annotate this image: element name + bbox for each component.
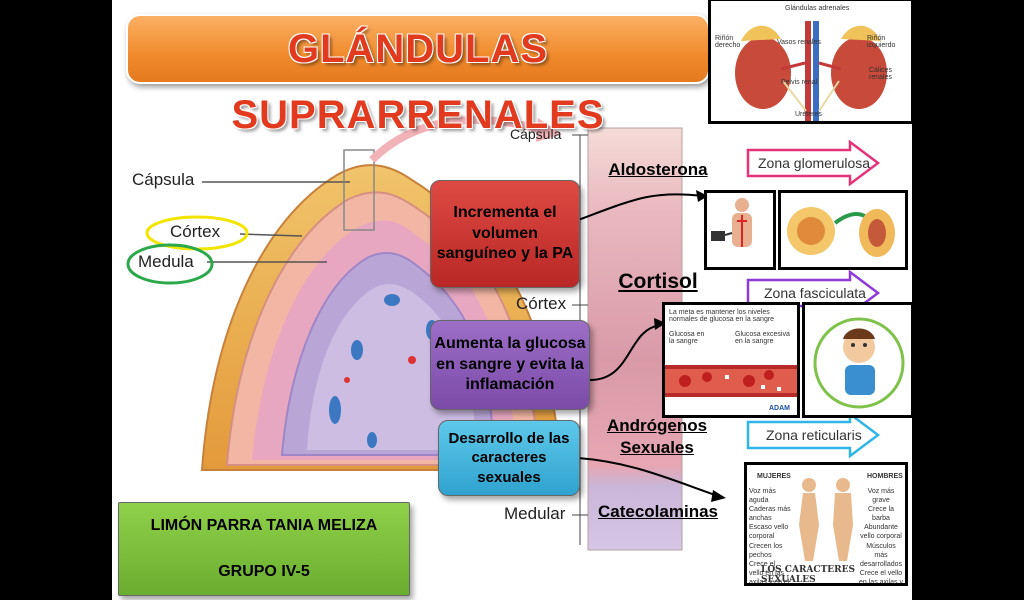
glucose-brand: ADAM bbox=[769, 405, 790, 412]
zone-arrow-reticularis bbox=[746, 412, 881, 458]
column-label-medular: Medular bbox=[504, 504, 566, 523]
men-trait: Crece la barba bbox=[867, 506, 895, 523]
diagram-label-capsula: Cápsula bbox=[132, 170, 195, 189]
kidney-label-ureteres: Uréteres bbox=[795, 111, 822, 118]
sexual-characters-image: MUJERES HOMBRES Voz más aguda Caderas má… bbox=[744, 462, 908, 586]
kidney-mechanism-illustration bbox=[787, 207, 895, 257]
men-trait: Abundante vello corporal bbox=[860, 524, 902, 541]
function-text-red: Incrementa el volumen sanguíneo y la PA bbox=[436, 203, 574, 263]
women-trait: Voz más aguda bbox=[749, 488, 776, 505]
function-box-blue: Desarrollo de las caracteres sexuales bbox=[438, 420, 580, 496]
diagram-label-medula: Medula bbox=[138, 252, 194, 271]
kidney-mechanism-image bbox=[778, 190, 908, 270]
function-box-purple: Aumenta la glucosa en sangre y evita la … bbox=[430, 320, 590, 410]
zone-arrow-glomerulosa bbox=[746, 140, 881, 186]
men-traits: Voz más grave Crece la barba Abundante v… bbox=[859, 487, 903, 586]
kidney-label-vasos: Vasos renales bbox=[777, 39, 821, 46]
page-title: GLÁNDULAS SUPRARRENALES bbox=[231, 27, 605, 137]
women-trait: Escaso vello corporal bbox=[749, 524, 789, 541]
women-trait: Crecen los pechos bbox=[749, 542, 783, 559]
column-label-cortex: Córtex bbox=[516, 294, 567, 313]
hormone-catecolaminas: Catecolaminas bbox=[598, 502, 718, 521]
blood-pressure-image bbox=[704, 190, 776, 270]
glucose-caption: La meta es mantener los niveles normales… bbox=[669, 309, 775, 323]
kidney-label-derecho: Riñón derecho bbox=[715, 35, 741, 49]
hormone-aldosterona: Aldosterona bbox=[608, 160, 708, 179]
kidney-anatomy-image: Glándulas adrenales Riñón derecho Vasos … bbox=[708, 0, 912, 124]
title-banner: GLÁNDULAS SUPRARRENALES bbox=[126, 14, 710, 137]
zone-label-glomerulosa: Zona glomerulosa bbox=[758, 155, 871, 171]
slide: GLÁNDULAS SUPRARRENALES Cápsula Córtex M… bbox=[112, 0, 912, 600]
glucose-image: La meta es mantener los niveles normales… bbox=[662, 302, 800, 418]
function-text-purple: Aumenta la glucosa en sangre y evita la … bbox=[434, 334, 586, 394]
kidney-illustration bbox=[735, 21, 887, 121]
human-figures-illustration bbox=[799, 478, 853, 561]
sex-label-hombres: HOMBRES bbox=[867, 473, 903, 480]
author-box: LIMÓN PARRA TANIA MELIZA GRUPO IV-5 bbox=[118, 502, 410, 596]
sick-boy-illustration bbox=[813, 317, 905, 409]
hormone-cortisol: Cortisol bbox=[618, 270, 698, 293]
blood-vessel-illustration bbox=[665, 365, 797, 397]
men-trait: Músculos más desarrollados bbox=[859, 542, 903, 568]
inflammation-image bbox=[802, 302, 912, 418]
women-traits: Voz más aguda Caderas más anchas Escaso … bbox=[749, 487, 791, 586]
author-name: LIMÓN PARRA TANIA MELIZA bbox=[150, 516, 378, 534]
zone-label-fasciculata: Zona fasciculata bbox=[764, 285, 866, 301]
kidney-label-pelvis: Pelvis renal bbox=[781, 79, 818, 86]
kidney-label-calices: Cálices renales bbox=[869, 67, 892, 81]
diagram-label-cortex: Córtex bbox=[170, 222, 221, 241]
column-label-capsula: Cápsula bbox=[510, 126, 562, 142]
glucose-label-normal: Glucosa en la sangre bbox=[669, 331, 705, 345]
hormone-androgenos: Andrógenos Sexuales bbox=[606, 416, 708, 458]
function-box-red: Incrementa el volumen sanguíneo y la PA bbox=[430, 180, 580, 288]
kidney-label-izquierdo: Riñón izquierdo bbox=[867, 35, 896, 49]
blood-pressure-illustration bbox=[711, 198, 752, 247]
women-trait: Crece el vello en las axilas y en el pub… bbox=[749, 560, 790, 586]
sex-label-mujeres: MUJERES bbox=[757, 473, 791, 480]
function-text-blue: Desarrollo de las caracteres sexuales bbox=[448, 429, 570, 486]
kidney-label-adrenales: Glándulas adrenales bbox=[785, 5, 850, 12]
women-trait: Caderas más anchas bbox=[749, 506, 791, 523]
sex-caption: LOS CARACTERES SEXUALES bbox=[761, 565, 855, 585]
men-trait: Voz más grave bbox=[867, 488, 895, 505]
men-trait: Crece el vello en las axilas y en el pub… bbox=[859, 569, 903, 586]
zone-label-reticularis: Zona reticularis bbox=[766, 427, 862, 443]
author-group: GRUPO IV-5 bbox=[218, 562, 310, 580]
glucose-label-excess: Glucosa excesiva en la sangre bbox=[735, 331, 790, 345]
